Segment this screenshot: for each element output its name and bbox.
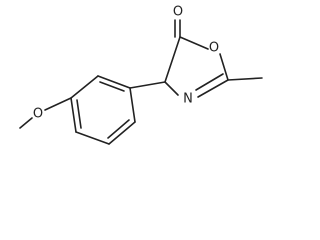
oxazolone-ring xyxy=(164,19,263,98)
atom-labels: O O N O xyxy=(33,5,219,122)
methoxy-oxygen-label: O xyxy=(33,107,43,122)
bond-c4-c5 xyxy=(164,36,181,83)
bond-c2-methyl xyxy=(227,77,263,81)
bond-ar-2 xyxy=(70,75,99,99)
bond-ar-1-inner xyxy=(99,81,125,92)
ring-oxygen-label: O xyxy=(209,41,219,56)
bond-c4-phenyl xyxy=(129,81,166,89)
bond-c2-n3 xyxy=(197,79,229,98)
bond-c2-n3-double xyxy=(195,73,224,91)
bond-ar-3 xyxy=(70,97,77,133)
methoxy-group xyxy=(19,97,72,129)
benzene-ring xyxy=(70,75,136,145)
bond-ar-5-inner xyxy=(107,119,130,139)
chemical-structure-diagram: O O N O xyxy=(19,5,263,145)
ring-nitrogen-label: N xyxy=(183,92,193,107)
bond-ar-4 xyxy=(75,131,110,145)
bond-o1-c2 xyxy=(219,53,229,81)
bond-c5-o1 xyxy=(179,36,209,50)
bond-n3-c4 xyxy=(164,81,179,96)
bond-o-methyl xyxy=(19,117,33,129)
bond-ar-o-methoxy xyxy=(44,97,72,111)
carbonyl-oxygen-label: O xyxy=(173,5,183,20)
bond-ar-6 xyxy=(129,87,136,123)
bond-ar-1 xyxy=(97,75,131,89)
bond-ar-5 xyxy=(108,121,136,145)
bond-ar-3-inner xyxy=(76,99,82,129)
